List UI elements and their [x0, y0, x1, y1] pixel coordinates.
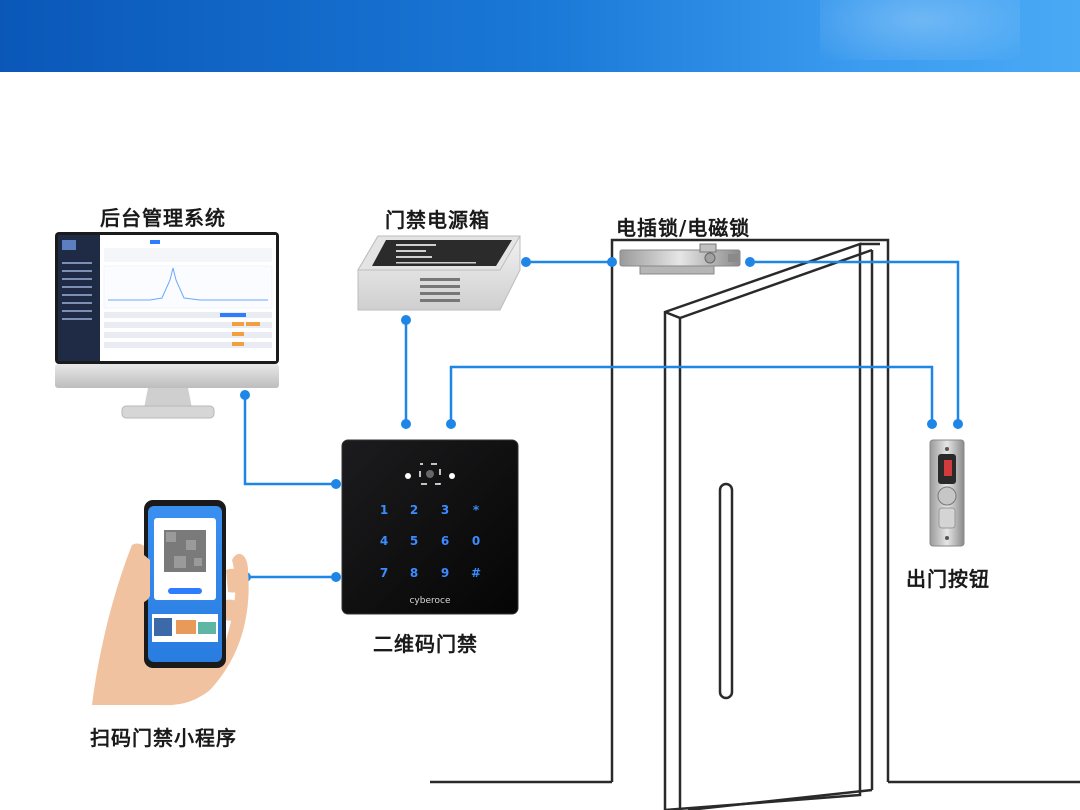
exit-button-image [929, 439, 965, 547]
mini-program-phone-image [92, 500, 249, 706]
qr-access-panel: 1 2 3 * 4 5 6 0 7 8 9 # cyberoce [341, 439, 519, 615]
label-qr-access: 二维码门禁 [373, 632, 478, 656]
keypad-key: 6 [441, 534, 449, 548]
label-admin-system: 后台管理系统 [100, 206, 226, 230]
keypad-key: 4 [380, 534, 388, 548]
device-brand: cyberoce [409, 596, 450, 606]
keypad-key: 1 [380, 503, 388, 517]
label-mini-program: 扫码门禁小程序 [90, 726, 237, 750]
keypad-key: 7 [380, 566, 388, 580]
keypad-key: * [473, 503, 480, 517]
keypad-key: 8 [410, 566, 418, 580]
keypad-key: 2 [410, 503, 418, 517]
door-drawing [430, 238, 1080, 810]
electric-lock-image [619, 243, 741, 275]
keypad-key: 3 [441, 503, 449, 517]
keypad-key: 0 [472, 534, 480, 548]
power-box-image [357, 235, 521, 311]
admin-monitor-image [55, 232, 279, 419]
keypad-key: 5 [410, 534, 418, 548]
label-exit-button: 出门按钮 [906, 567, 990, 591]
header-banner [0, 0, 1080, 72]
keypad-key: # [471, 566, 481, 580]
wiring [243, 260, 960, 579]
label-power-box: 门禁电源箱 [385, 208, 490, 232]
keypad-key: 9 [441, 566, 449, 580]
label-electric-lock: 电插锁/电磁锁 [616, 216, 751, 240]
